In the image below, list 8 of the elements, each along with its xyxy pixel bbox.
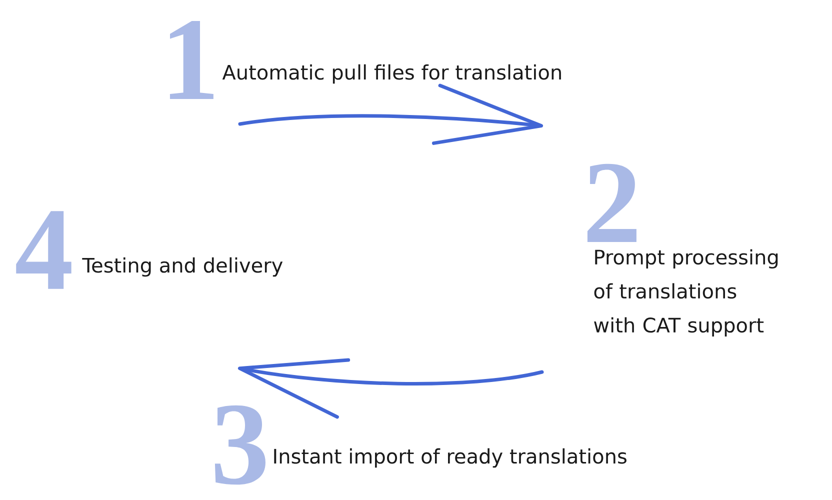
step-label: Instant import of ready translations	[274, 448, 626, 468]
step-label: Testing and delivery	[82, 257, 283, 277]
step-number: 4	[16, 211, 72, 289]
step-number: 3	[214, 405, 266, 485]
step-number: 1	[170, 21, 214, 99]
step-number: 2	[587, 164, 636, 242]
step-label: Prompt processing of translations with CAT support	[594, 249, 778, 337]
step-label: Automatic pull files for translation	[222, 64, 561, 84]
